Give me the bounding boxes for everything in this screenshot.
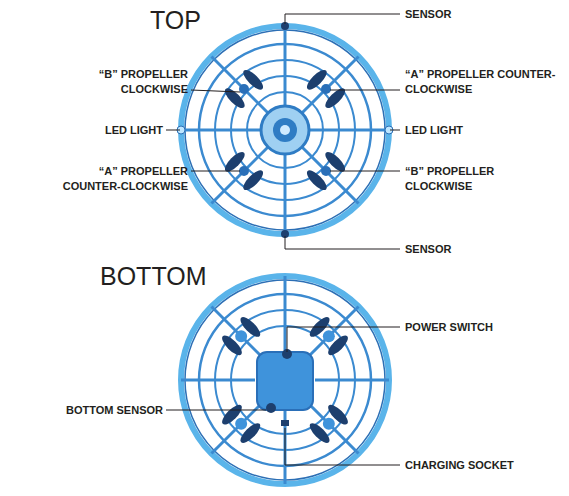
view-heading: BOTTOM xyxy=(100,262,240,290)
part-label: “A” PROPELLER COUNTER-CLOCKWISE xyxy=(405,67,560,97)
view-heading: TOP xyxy=(150,6,270,34)
part-label: POWER SWITCH xyxy=(405,320,560,335)
part-label: BOTTOM SENSOR xyxy=(13,403,163,418)
part-label: LED LIGHT xyxy=(405,123,560,138)
part-label: LED LIGHT xyxy=(43,123,163,138)
part-label: SENSOR xyxy=(405,242,560,257)
part-label: “B” PROPELLER CLOCKWISE xyxy=(405,164,560,194)
drone-top xyxy=(177,22,393,238)
part-label: CHARGING SOCKET xyxy=(405,458,560,473)
part-label: “A” PROPELLER COUNTER-CLOCKWISE xyxy=(38,164,188,194)
part-label: SENSOR xyxy=(405,7,560,22)
leader-lines xyxy=(166,14,400,465)
part-label: “B” PROPELLER CLOCKWISE xyxy=(38,67,188,97)
